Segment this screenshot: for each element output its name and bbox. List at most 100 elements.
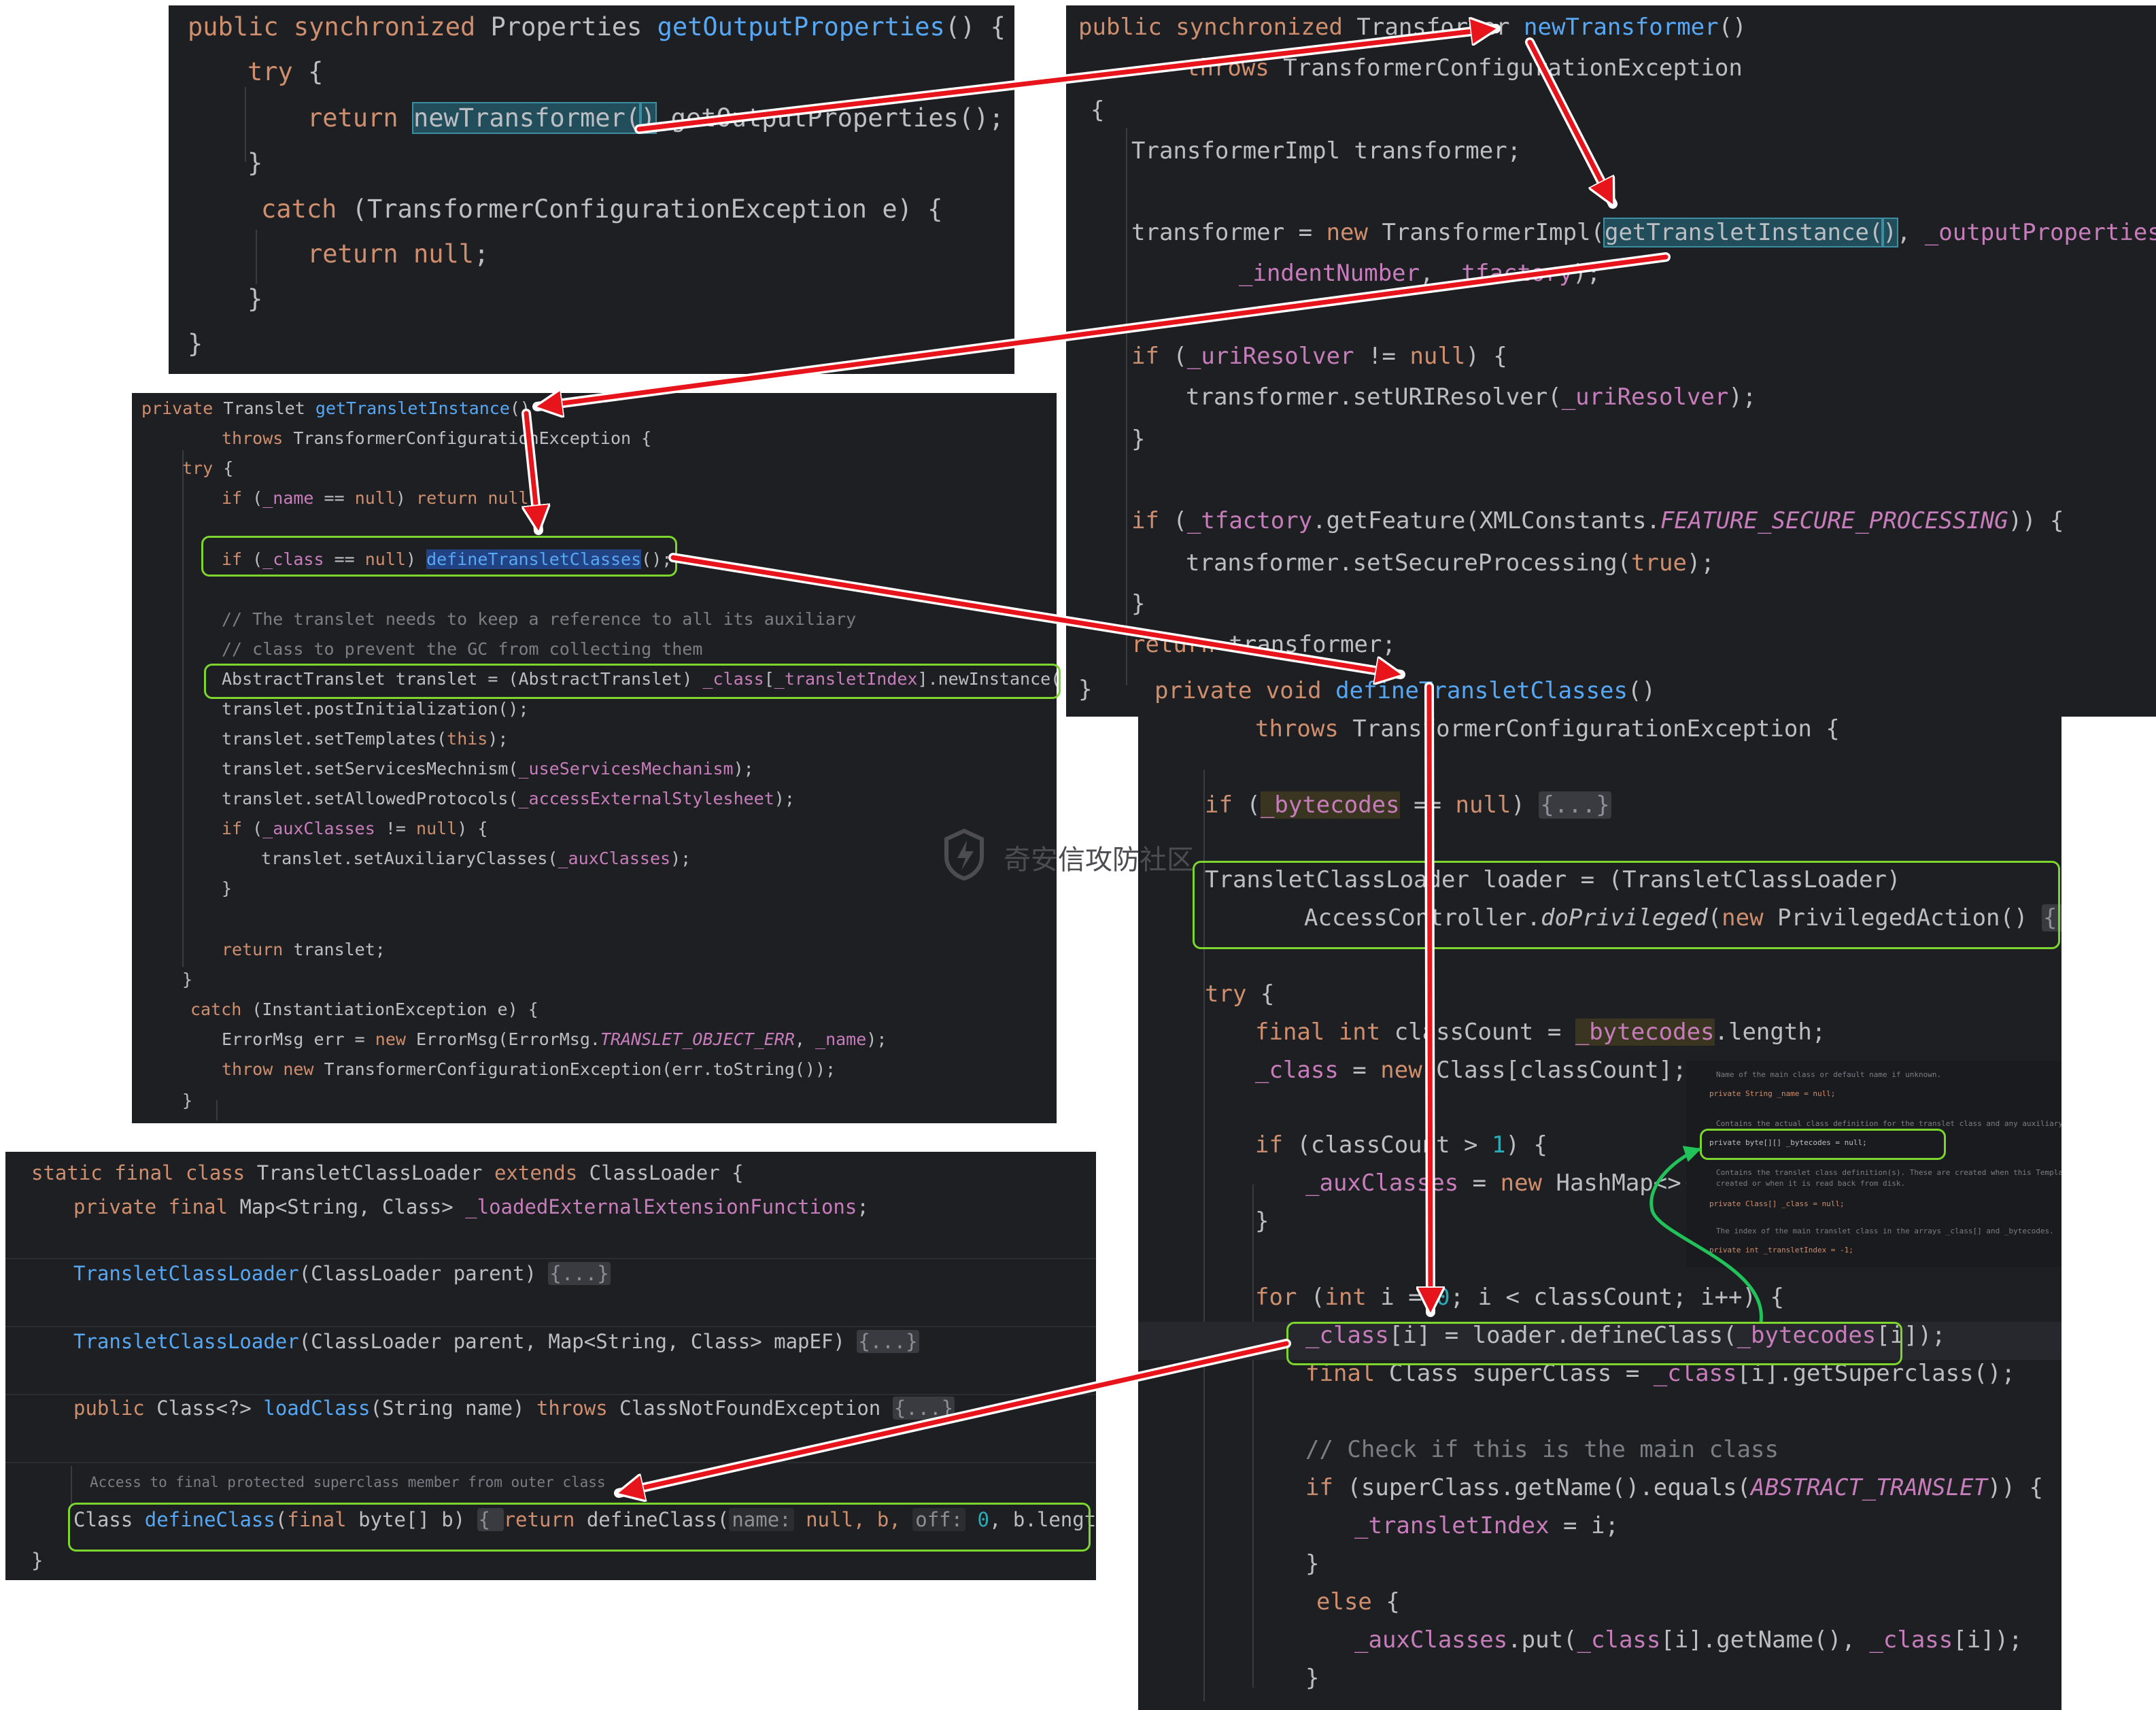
indent-guide bbox=[182, 450, 184, 967]
code-line: if (_uriResolver != null) { bbox=[1131, 343, 1507, 370]
code-line: transformer.setURIResolver(_uriResolver)… bbox=[1186, 383, 1757, 411]
field-line: private byte[][] _bytecodes = null; bbox=[1709, 1138, 1867, 1147]
doc-comment: The index of the main translet class in … bbox=[1716, 1227, 2054, 1235]
doc-comment: created or when it is read back from dis… bbox=[1716, 1179, 1906, 1188]
field-line: private int _transletIndex = -1; bbox=[1709, 1246, 1853, 1254]
code-line: transformer = new TransformerImpl(getTra… bbox=[1131, 218, 2156, 247]
code-panel-new-transformer: public synchronized Transformer newTrans… bbox=[1066, 5, 2156, 717]
folded-code-button[interactable]: {...} bbox=[1539, 791, 1611, 819]
code-line: } bbox=[31, 1549, 44, 1572]
code-line: _auxClasses = new HashMap<>(); bbox=[1305, 1169, 1724, 1197]
code-line: Class defineClass(final byte[] b) { retu… bbox=[73, 1508, 1096, 1531]
code-line: } bbox=[1131, 426, 1146, 453]
param-hint: off: bbox=[912, 1508, 966, 1531]
code-line: if (_bytecodes == null) {...} bbox=[1205, 791, 1611, 819]
code-line: catch (InstantiationException e) { bbox=[190, 999, 538, 1019]
code-line: throws TransformerConfigurationException… bbox=[222, 428, 652, 448]
watermark-text: 奇安信攻防社区 bbox=[1004, 844, 1194, 876]
code-line: _indentNumber, _tfactory); bbox=[1239, 260, 1601, 287]
code-line: public Class<?> loadClass(String name) t… bbox=[73, 1397, 955, 1420]
doc-comment: Contains the actual class definition for… bbox=[1716, 1119, 2061, 1128]
indent-guide bbox=[1126, 128, 1127, 685]
define-translet-classes-call: defineTransletClasses bbox=[426, 549, 642, 569]
code-line: return translet; bbox=[222, 940, 386, 959]
code-panel-get-translet-instance: private Translet getTransletInstance() t… bbox=[132, 393, 1057, 1123]
code-line: ErrorMsg err = new ErrorMsg(ErrorMsg.TRA… bbox=[222, 1029, 887, 1049]
code-line: } bbox=[247, 284, 263, 313]
code-comment: // class to prevent the GC from collecti… bbox=[222, 639, 703, 659]
highlight-define-translet-classes bbox=[201, 536, 677, 577]
code-comment: // The translet needs to keep a referenc… bbox=[222, 609, 857, 629]
code-line: TransletClassLoader(ClassLoader parent, … bbox=[73, 1330, 919, 1353]
code-line: try { bbox=[247, 57, 324, 86]
indent-guide bbox=[256, 230, 257, 284]
code-line: translet.setTemplates(this); bbox=[222, 729, 509, 749]
field-line: private String _name = null; bbox=[1709, 1089, 1836, 1098]
highlight-class-loader bbox=[1193, 861, 2060, 949]
code-line: } bbox=[1305, 1664, 1320, 1692]
code-line: } bbox=[222, 878, 233, 898]
highlight-bytecodes-field bbox=[1700, 1129, 1946, 1160]
code-line: translet.setAllowedProtocols(_accessExte… bbox=[222, 789, 795, 808]
code-line: private Translet getTransletInstance() bbox=[141, 398, 530, 418]
code-line: public synchronized Properties getOutput… bbox=[188, 12, 1006, 41]
code-line: if (superClass.getName().equals(ABSTRACT… bbox=[1305, 1474, 2043, 1501]
folded-code-button[interactable]: {...} bbox=[857, 1330, 919, 1353]
code-line: _class = new Class[classCount]; bbox=[1255, 1057, 1687, 1084]
folded-code-button[interactable]: {...} bbox=[892, 1397, 955, 1420]
highlight-new-instance bbox=[204, 664, 1061, 699]
code-line: if (classCount > 1) { bbox=[1255, 1131, 1547, 1159]
code-line: } bbox=[188, 329, 203, 358]
get-translet-instance-call: getTransletInstance( bbox=[1603, 218, 1885, 247]
code-line: static final class TransletClassLoader e… bbox=[31, 1161, 744, 1184]
code-comment: // Check if this is the main class bbox=[1305, 1436, 1779, 1463]
code-line: TransletClassLoader(ClassLoader parent) … bbox=[73, 1262, 611, 1285]
code-line: try { bbox=[182, 458, 234, 478]
highlight-define-class-method bbox=[68, 1503, 1091, 1552]
code-line: { bbox=[1091, 97, 1105, 124]
code-line: throw new TransformerConfigurationExcept… bbox=[222, 1059, 836, 1079]
code-line: if (_name == null) return null; bbox=[222, 488, 539, 508]
code-line: catch (TransformerConfigurationException… bbox=[261, 194, 943, 224]
code-line: } bbox=[1078, 676, 1093, 703]
code-line: private void defineTransletClasses() bbox=[1154, 677, 1656, 704]
code-line: if (_auxClasses != null) { bbox=[222, 819, 488, 838]
doc-comment: Contains the translet class definition(s… bbox=[1716, 1168, 2061, 1177]
code-line: } bbox=[1255, 1208, 1269, 1235]
code-line: if (_class == null) defineTransletClasse… bbox=[222, 549, 672, 569]
code-line: } bbox=[1131, 590, 1146, 617]
code-line: private final Map<String, Class> _loaded… bbox=[73, 1195, 869, 1218]
code-line: } bbox=[247, 148, 263, 177]
code-line: _auxClasses.put(_class[i].getName(), _cl… bbox=[1354, 1626, 2023, 1654]
code-line: _transletIndex = i; bbox=[1354, 1512, 1619, 1539]
code-line: } bbox=[1305, 1550, 1320, 1577]
code-line: transformer.setSecureProcessing(true); bbox=[1186, 549, 1715, 577]
code-line: try { bbox=[1205, 980, 1275, 1008]
code-hint-comment: Access to final protected superclass mem… bbox=[90, 1474, 606, 1490]
indent-guide bbox=[1203, 770, 1205, 1701]
new-transformer-call: newTransformer( bbox=[411, 102, 643, 134]
indent-guide bbox=[71, 1466, 72, 1507]
code-line: translet.postInitialization(); bbox=[222, 699, 529, 719]
code-line: final int classCount = _bytecodes.length… bbox=[1255, 1019, 1826, 1046]
code-line: if (_tfactory.getFeature(XMLConstants.FE… bbox=[1131, 507, 2064, 534]
code-line: throws TransformerConfigurationException… bbox=[1255, 715, 1840, 742]
field-line: private Class[] _class = null; bbox=[1709, 1199, 1845, 1208]
code-line: TransletClassLoader loader = (TransletCl… bbox=[1205, 866, 1901, 893]
code-line: return newTransformer().getOutputPropert… bbox=[307, 102, 1004, 134]
code-line: } bbox=[182, 970, 193, 989]
indent-guide bbox=[216, 1100, 218, 1121]
code-line: translet.setServicesMechnism(_useService… bbox=[222, 759, 754, 779]
code-panel-get-output-properties: public synchronized Properties getOutput… bbox=[169, 5, 1014, 374]
folded-code-button[interactable]: {...} bbox=[548, 1262, 611, 1285]
indent-guide bbox=[245, 87, 246, 162]
code-line: for (int i = 0; i < classCount; i++) { bbox=[1255, 1284, 1784, 1311]
code-line: else { bbox=[1316, 1588, 1400, 1615]
highlight-define-class-call bbox=[1286, 1322, 1902, 1365]
code-line: return null; bbox=[307, 239, 490, 269]
field-declarations-inset: Name of the main class or default name i… bbox=[1686, 1061, 2061, 1267]
param-hint: name: bbox=[729, 1508, 794, 1531]
code-line: _class[i] = loader.defineClass(_bytecode… bbox=[1305, 1322, 1946, 1349]
indent-guide bbox=[1252, 1184, 1254, 1688]
code-line: TransformerImpl transformer; bbox=[1131, 137, 1522, 165]
